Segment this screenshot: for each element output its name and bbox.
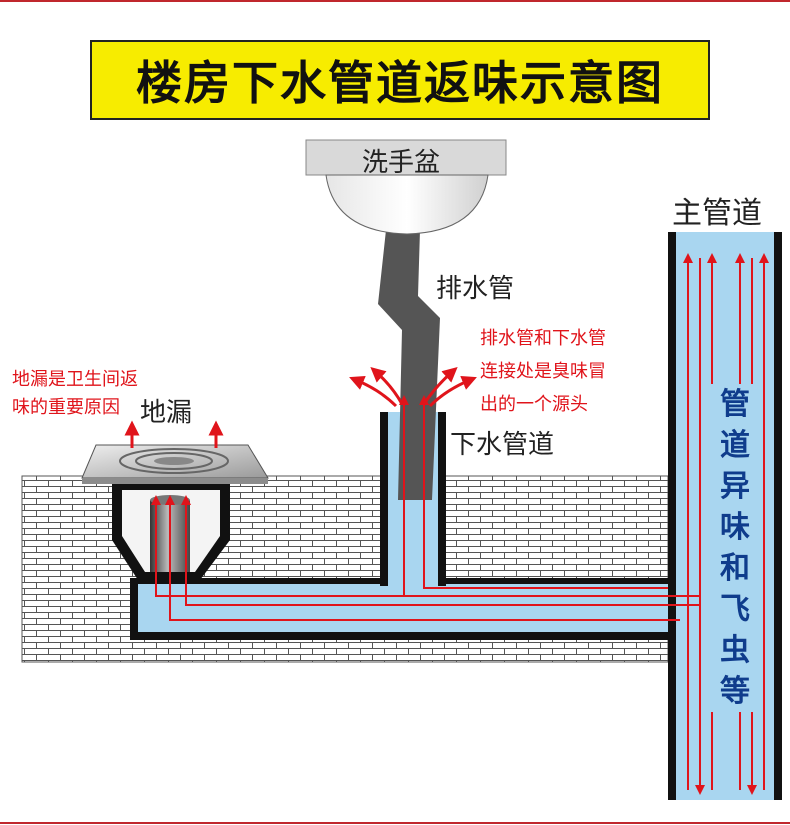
joint-note-line: 连接处是臭味冒: [480, 361, 606, 382]
floor-drain-note-line: 味的重要原因: [12, 397, 120, 418]
flow-line-mid: [181, 495, 700, 606]
joint-odor-arrows: [349, 367, 477, 408]
joint-note-line: 排水管和下水管: [480, 328, 606, 349]
page-title: 楼房下水管道返味示意图: [136, 56, 664, 110]
flow-line-riser-right: [419, 395, 668, 589]
top-rule: [0, 0, 790, 2]
basin-bowl: [325, 174, 489, 235]
title-banner: 楼房下水管道返味示意图: [90, 40, 710, 120]
joint-note: 排水管和下水管 连接处是臭味冒 出的一个源头: [480, 322, 606, 421]
basin-rim: [305, 139, 507, 176]
flow-line-riser-left: [399, 395, 668, 597]
sewer-pipe-label: 下水管道: [450, 430, 555, 460]
main-pipe-note: 管道异味和飞虫等: [708, 384, 762, 712]
drain-pipe-label: 排水管: [436, 274, 515, 304]
floor-drain-note: 地漏是卫生间返 味的重要原因: [12, 366, 138, 422]
main-pipe-label: 主管道: [672, 196, 762, 231]
floor-drain-odor-arrows: [124, 420, 224, 448]
bottom-rule: [0, 822, 790, 824]
joint-note-line: 出的一个源头: [480, 394, 588, 415]
floor-drain-note-line: 地漏是卫生间返: [12, 369, 138, 390]
floor-drain-label: 地漏: [140, 398, 193, 428]
basin-label: 洗手盆: [362, 148, 441, 178]
flow-line-bottom: [165, 495, 680, 621]
